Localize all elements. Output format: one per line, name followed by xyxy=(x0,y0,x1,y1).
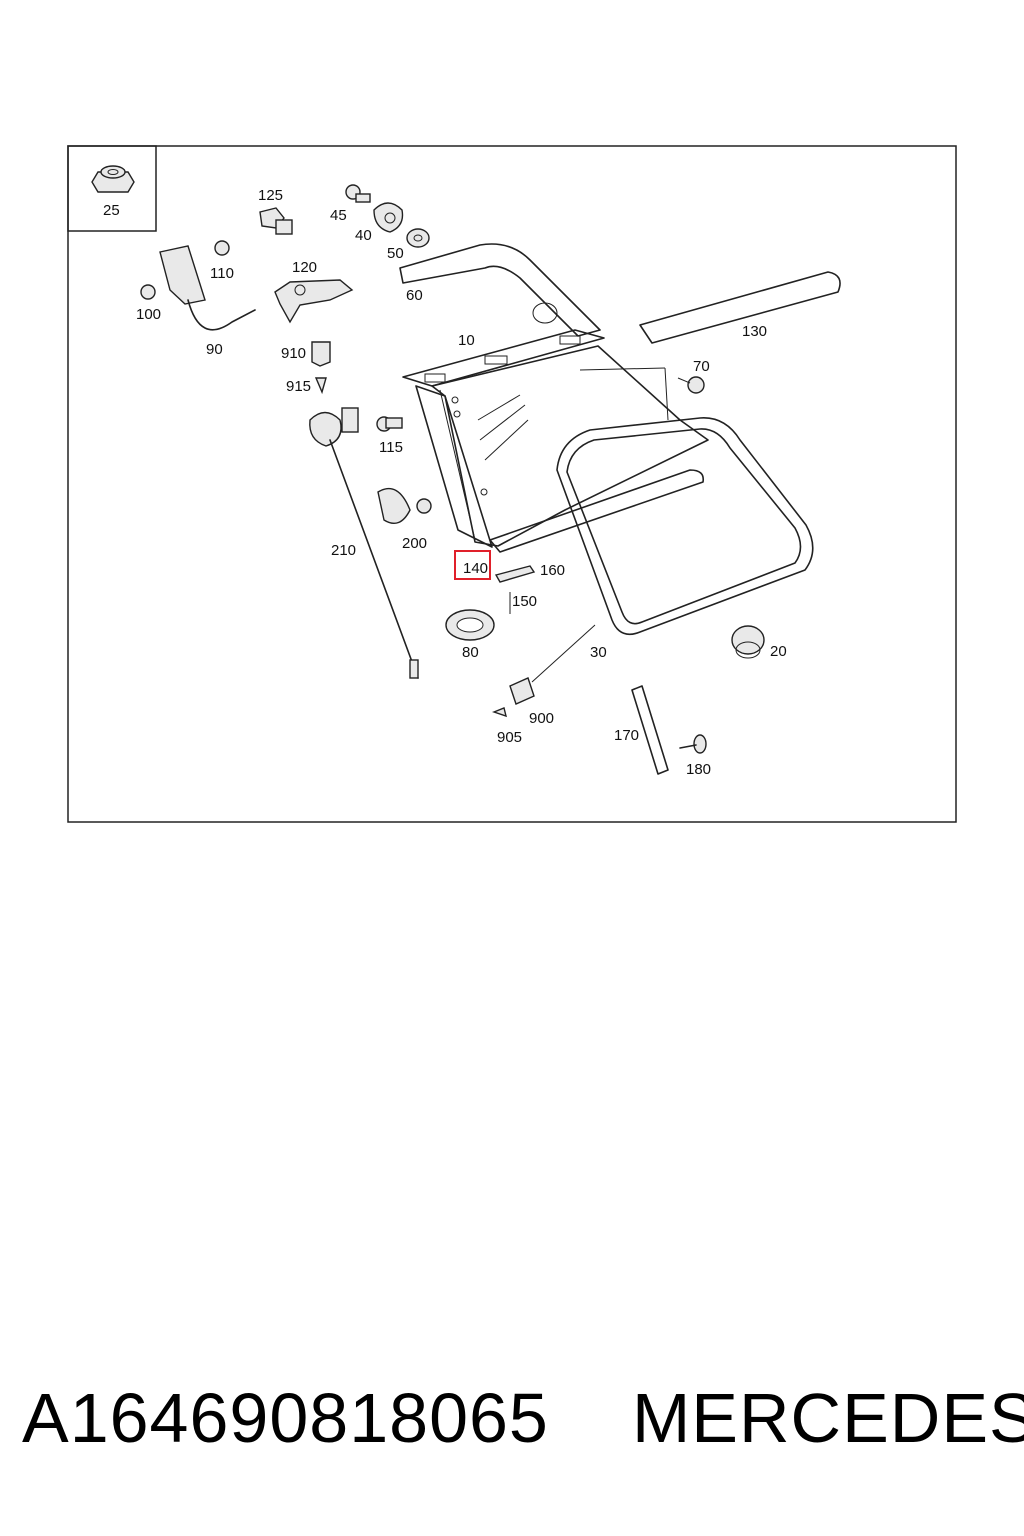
lower-rail xyxy=(489,469,705,553)
label-160: 160 xyxy=(540,562,565,579)
screw-icon xyxy=(345,184,371,203)
label-115: 115 xyxy=(379,439,403,456)
nut-icon xyxy=(91,165,135,193)
label-20: 20 xyxy=(770,643,787,660)
label-80: 80 xyxy=(462,644,479,661)
part-number: A164690818065 xyxy=(22,1379,549,1457)
screw-icon xyxy=(579,367,705,421)
label-110: 110 xyxy=(210,265,234,282)
label-905: 905 xyxy=(497,729,522,746)
footer: A164690818065 MERCEDES xyxy=(0,1378,1024,1468)
side-trim-strip xyxy=(639,271,841,344)
label-125: 125 xyxy=(258,187,283,204)
label-60: 60 xyxy=(406,287,423,304)
bolt-icon xyxy=(259,207,293,235)
sensor-icon xyxy=(491,624,596,718)
washer-icon xyxy=(406,228,430,248)
screw-icon xyxy=(679,734,707,754)
label-140: 140 xyxy=(463,560,488,577)
bolt-icon xyxy=(376,416,403,432)
clip-icon xyxy=(373,202,404,233)
label-70: 70 xyxy=(693,358,710,375)
label-40: 40 xyxy=(355,227,372,244)
label-30: 30 xyxy=(590,644,607,661)
window-frame xyxy=(402,329,709,548)
release-rod xyxy=(309,407,419,679)
upper-trim xyxy=(399,243,601,337)
label-170: 170 xyxy=(614,727,639,744)
label-50: 50 xyxy=(387,245,404,262)
label-200: 200 xyxy=(402,535,427,552)
highlight-box xyxy=(454,550,491,580)
clip-icon xyxy=(494,565,536,614)
cap-icon xyxy=(731,625,765,659)
label-45: 45 xyxy=(330,207,347,224)
label-915: 915 xyxy=(286,378,311,395)
label-90: 90 xyxy=(206,341,223,358)
parts-diagram: 25 xyxy=(67,145,957,823)
grommet-icon xyxy=(445,609,495,641)
window-seal xyxy=(556,417,814,636)
pin-icon xyxy=(314,377,327,395)
label-120: 120 xyxy=(292,259,317,276)
label-910: 910 xyxy=(281,345,306,362)
pillar-trim-strip xyxy=(631,685,669,775)
diagram-frame xyxy=(67,145,957,823)
label-900: 900 xyxy=(529,710,554,727)
label-100: 100 xyxy=(136,306,161,323)
lock-actuator-icon xyxy=(274,279,354,324)
hinge-icon xyxy=(140,240,256,331)
brand-name: MERCEDES xyxy=(632,1379,1024,1457)
label-150: 150 xyxy=(512,593,537,610)
bracket-icon xyxy=(311,341,331,367)
label-25: 25 xyxy=(103,202,120,219)
inset-box xyxy=(67,145,157,232)
label-180: 180 xyxy=(686,761,711,778)
label-210: 210 xyxy=(331,542,356,559)
buffer-icon xyxy=(377,487,432,524)
label-130: 130 xyxy=(742,323,767,340)
label-10: 10 xyxy=(458,332,475,349)
